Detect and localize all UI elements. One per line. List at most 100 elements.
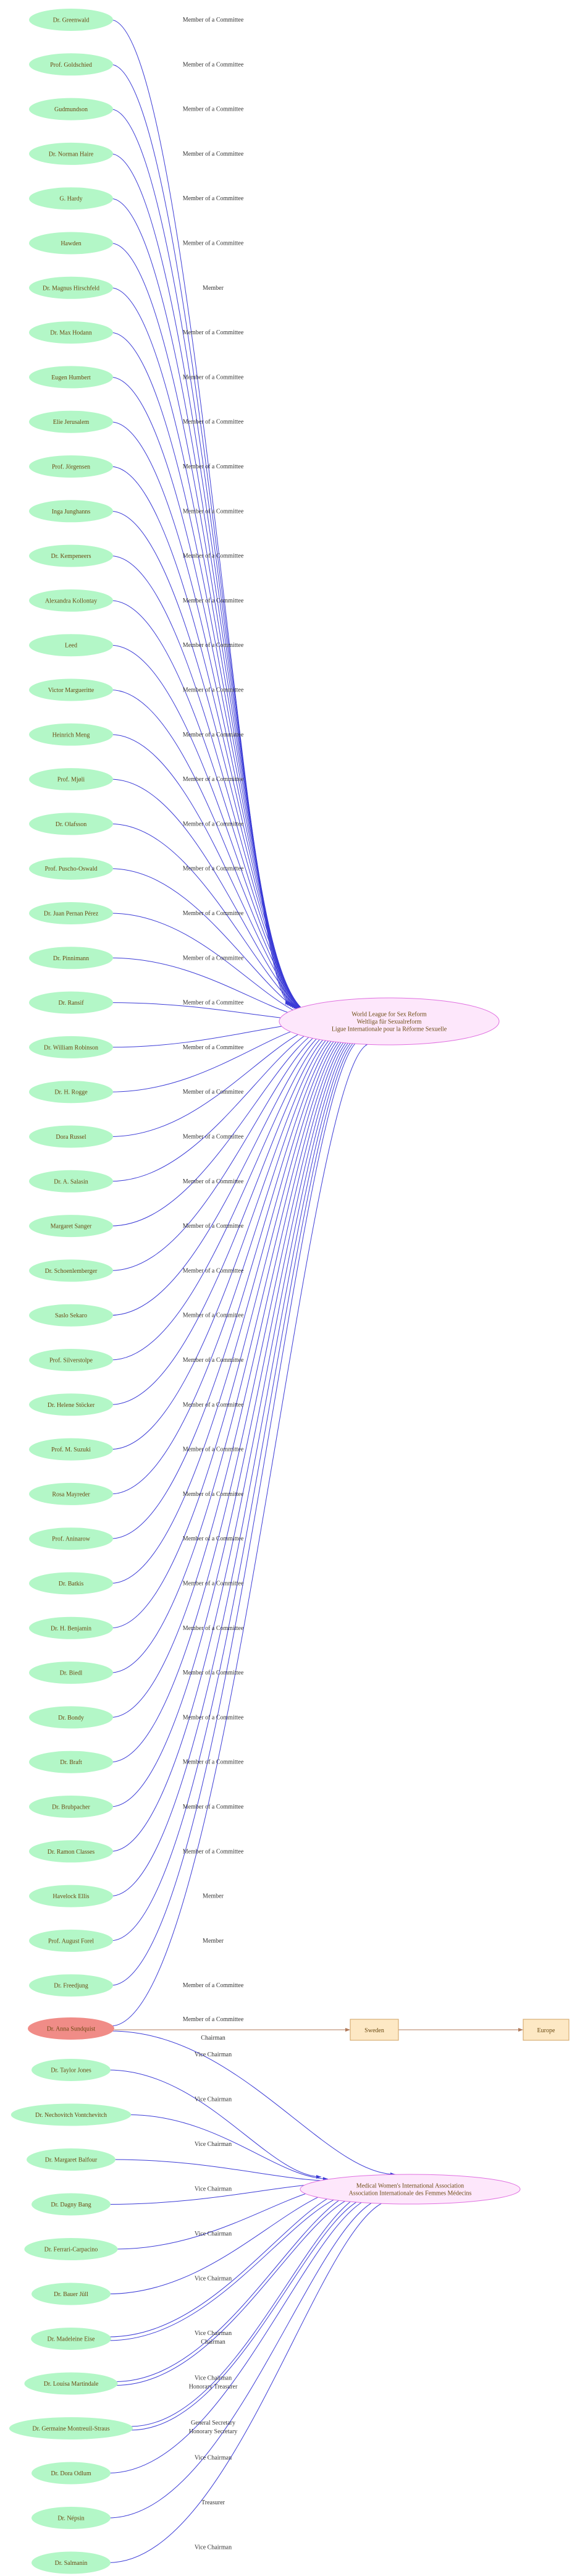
person-dr-a-salasin-shape — [29, 1170, 113, 1193]
person-alexandra-kollontay-label: Alexandra Kollontay — [45, 598, 97, 604]
person-prof-aninarow[interactable]: Prof. Aninarow — [29, 1527, 113, 1550]
edge-mwia2-dr-louisa-martindale — [115, 2193, 368, 2386]
person-dr-juan-pernan-perez[interactable]: Dr. Juan Pernan Pérez — [29, 902, 113, 924]
person-inga-junghanns[interactable]: Inga Junghanns — [29, 500, 113, 523]
person-inga-junghanns-shape — [29, 500, 113, 523]
person-dr-pinnimann[interactable]: Dr. Pinnimann — [29, 947, 113, 969]
person-dr-ferrari-carpacino[interactable]: Dr. Ferrari-Carpacino — [24, 2238, 118, 2260]
person-dr-greenwald[interactable]: Dr. Greenwald — [29, 9, 113, 31]
person-prof-mj-li[interactable]: Prof. Mjøli — [29, 768, 113, 791]
person-dr-olafsson[interactable]: Dr. Olafsson — [29, 813, 113, 835]
person-dr-william-robinson[interactable]: Dr. William Robinson — [29, 1036, 113, 1058]
person-dr-taylor-jones-shape — [32, 2059, 111, 2081]
edge-wlsr-heinrich-meng — [110, 734, 317, 1016]
person-dr-h-benjamin[interactable]: Dr. H. Benjamin — [29, 1616, 113, 1639]
person-hawden-label: Hawden — [61, 240, 81, 247]
node-sweden[interactable]: Sweden — [350, 2019, 399, 2041]
person-dr-dagny-bang[interactable]: Dr. Dagny Bang — [32, 2193, 111, 2216]
person-dr-louisa-martindale-shape — [24, 2372, 118, 2395]
edge-label-wlsr-dr-william-robinson: Member of a Committee — [183, 1044, 244, 1051]
person-dr-bauer-jull[interactable]: Dr. Bauer Jüll — [32, 2283, 111, 2305]
person-dr-madeleine-eise-label: Dr. Madeleine Eise — [48, 2336, 95, 2343]
person-alexandra-kollontay[interactable]: Alexandra Kollontay — [29, 589, 113, 612]
person-dr-greenwald-label: Dr. Greenwald — [53, 17, 90, 24]
person-dr-max-hodann[interactable]: Dr. Max Hodann — [29, 321, 113, 344]
person-dr-h-benjamin-label: Dr. H. Benjamin — [51, 1625, 91, 1632]
person-prof-m-suzuki[interactable]: Prof. M. Suzuki — [29, 1438, 113, 1461]
person-saslo-sekaro-shape — [29, 1304, 113, 1327]
person-dr-brubpacher[interactable]: Dr. Brubpacher — [29, 1796, 113, 1818]
edge-wlsr-dr-h-benjamin — [110, 1032, 350, 1629]
person-rosa-mayreder[interactable]: Rosa Mayreder — [29, 1482, 113, 1505]
person-dr-juan-pernan-perez-label: Dr. Juan Pernan Pérez — [44, 911, 99, 918]
person-prof-m-suzuki-label: Prof. M. Suzuki — [51, 1446, 91, 1453]
person-dr-germaine-montreuil-straus[interactable]: Dr. Germaine Montreuil-Straus — [9, 2417, 133, 2439]
person-g-hardy[interactable]: G. Hardy — [29, 187, 113, 210]
person-elie-jerusalem[interactable]: Elie Jerusalem — [29, 410, 113, 433]
person-dr-margaret-balfour[interactable]: Dr. Margaret Balfour — [27, 2148, 116, 2171]
person-dr-dora-odlum[interactable]: Dr. Dora Odlum — [32, 2462, 111, 2485]
person-focus[interactable]: Dr. Anna Sundquist — [28, 2017, 114, 2040]
person-eugen-humbert-shape — [29, 366, 113, 389]
edge-label-wlsr-rosa-mayreder: Member of a Committee — [183, 1491, 244, 1498]
person-dr-nepsin[interactable]: Dr. Népsin — [32, 2507, 111, 2529]
person-dr-batkis[interactable]: Dr. Batkis — [29, 1572, 113, 1595]
person-dr-schoenlemberger[interactable]: Dr. Schoenlemberger — [29, 1259, 113, 1282]
person-dr-freedjung[interactable]: Dr. Freedjung — [29, 1974, 113, 1997]
person-dr-salmanin-label: Dr. Salmanin — [55, 2560, 88, 2567]
person-dr-louisa-martindale[interactable]: Dr. Louisa Martindale — [24, 2372, 118, 2395]
person-dr-salmanin[interactable]: Dr. Salmanin — [32, 2551, 111, 2574]
edge-label-mwia2-dr-germaine-montreuil-straus: Honorary Secretary — [189, 2428, 238, 2435]
person-prof-puscho-oswald[interactable]: Prof. Puscho-Oswald — [29, 857, 113, 880]
person-eugen-humbert[interactable]: Eugen Humbert — [29, 366, 113, 389]
person-dr-margaret-balfour-label: Dr. Margaret Balfour — [45, 2157, 98, 2164]
node-mwia[interactable]: Medical Women's International Associatio… — [300, 2174, 521, 2205]
person-prof-august-forel[interactable]: Prof. August Forel — [29, 1929, 113, 1952]
person-prof-goldschied[interactable]: Prof. Goldschied — [29, 53, 113, 76]
person-dr-magnus-hirschfeld[interactable]: Dr. Magnus Hirschfeld — [29, 276, 113, 299]
person-dr-kempeneers[interactable]: Dr. Kempeneers — [29, 544, 113, 567]
person-dr-biedl[interactable]: Dr. Biedl — [29, 1662, 113, 1684]
person-prof-silverstolpe[interactable]: Prof. Silverstolpe — [29, 1349, 113, 1371]
person-hawden[interactable]: Hawden — [29, 232, 113, 255]
person-saslo-sekaro[interactable]: Saslo Sekaro — [29, 1304, 113, 1327]
person-dr-norman-haire[interactable]: Dr. Norman Haire — [29, 142, 113, 165]
person-dr-a-salasin[interactable]: Dr. A. Salasin — [29, 1170, 113, 1193]
person-dr-braft[interactable]: Dr. Braft — [29, 1750, 113, 1773]
person-prof-jorgensen[interactable]: Prof. Jörgensen — [29, 455, 113, 478]
person-dora-russel[interactable]: Dora Russel — [29, 1125, 113, 1148]
edge-wlsr-dr-brubpacher — [110, 1035, 356, 1807]
node-europe[interactable]: Europe — [523, 2019, 570, 2041]
person-victor-margueritte[interactable]: Victor Margueritte — [29, 678, 113, 701]
edge-label-wlsr-dr-pinnimann: Member of a Committee — [183, 955, 244, 961]
person-prof-m-suzuki-shape — [29, 1438, 113, 1461]
person-dr-ransif[interactable]: Dr. Ransif — [29, 991, 113, 1014]
edge-label-wlsr-alexandra-kollontay: Member of a Committee — [183, 598, 244, 604]
person-prof-silverstolpe-shape — [29, 1349, 113, 1371]
edge-label-wlsr-prof-m-suzuki: Member of a Committee — [183, 1446, 244, 1453]
person-gudmundson[interactable]: Gudmundson — [29, 98, 113, 120]
person-margaret-sanger[interactable]: Margaret Sanger — [29, 1215, 113, 1238]
person-dr-ferrari-carpacino-label: Dr. Ferrari-Carpacino — [44, 2247, 98, 2253]
person-dr-madeleine-eise[interactable]: Dr. Madeleine Eise — [31, 2328, 111, 2350]
person-dr-bondy[interactable]: Dr. Bondy — [29, 1706, 113, 1729]
person-dr-ramon-classes-shape — [29, 1840, 113, 1863]
edge-wlsr-dr-braft — [110, 1034, 355, 1763]
person-havelock-ellis[interactable]: Havelock Ellis — [29, 1885, 113, 1907]
person-dr-nechovitch-vontchevitch[interactable]: Dr. Nechovitch Vontchevitch — [11, 2103, 132, 2126]
edge-wlsr-prof-silverstolpe — [110, 1027, 340, 1361]
edge-label-wlsr-dr-ramon-classes: Member of a Committee — [183, 1848, 244, 1855]
person-dr-helene-stocker[interactable]: Dr. Helene Stöcker — [29, 1393, 113, 1416]
person-heinrich-meng[interactable]: Heinrich Meng — [29, 723, 113, 746]
person-dr-freedjung-label: Dr. Freedjung — [54, 1983, 88, 1990]
edge-label-focus-mwia: Chairman — [201, 2035, 225, 2042]
person-prof-puscho-oswald-shape — [29, 857, 113, 880]
person-dr-ramon-classes[interactable]: Dr. Ramon Classes — [29, 1840, 113, 1863]
person-dr-taylor-jones[interactable]: Dr. Taylor Jones — [32, 2059, 111, 2081]
edge-label-wlsr-dr-a-salasin: Member of a Committee — [183, 1178, 244, 1185]
person-leed[interactable]: Leed — [29, 634, 113, 657]
person-dr-h-rogge[interactable]: Dr. H. Rogge — [29, 1081, 113, 1104]
edge-label-focus-wlsr: Member of a Committee — [183, 2016, 244, 2023]
